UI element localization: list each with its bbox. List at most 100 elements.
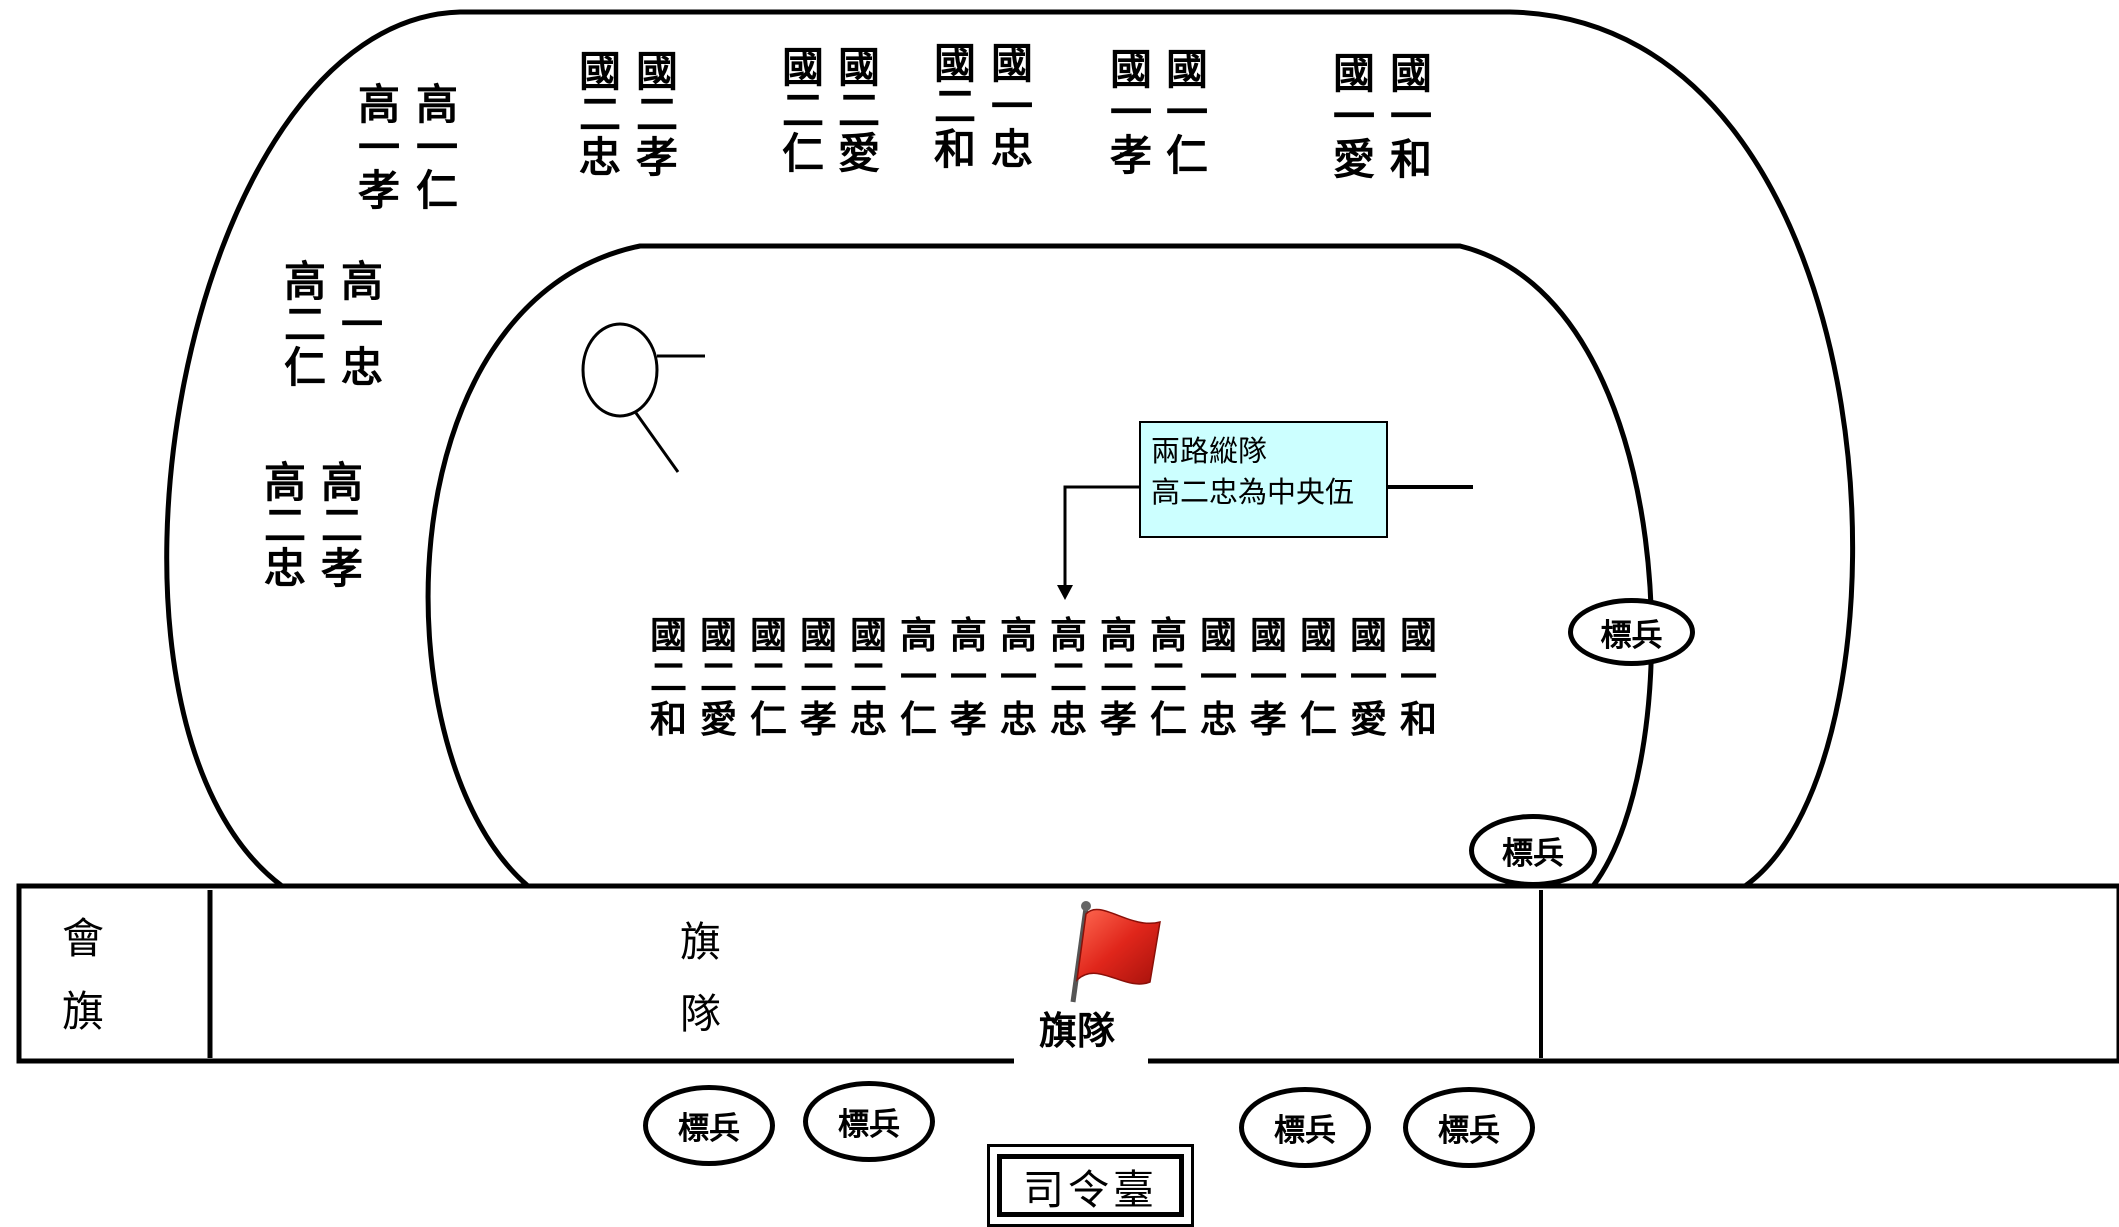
class-name-char: 仁 [284, 342, 327, 392]
bottom-bar [16, 883, 2119, 1064]
class-year-char: 一 [416, 122, 459, 172]
flag-team-char-1: 旗 [680, 918, 721, 966]
track-class: 國 一 愛 [1333, 49, 1376, 181]
class-grade-char: 國 [1350, 614, 1387, 657]
class-grade-char: 國 [650, 614, 687, 657]
track-class: 國 一 忠 [991, 39, 1034, 174]
track-class: 國 一 和 [1390, 49, 1433, 184]
class-year-char: 一 [1250, 655, 1287, 699]
class-name-char: 愛 [838, 128, 881, 178]
field-class: 國 二 仁 [750, 615, 787, 740]
arrow-head [1057, 585, 1073, 600]
class-name-char: 忠 [1200, 697, 1237, 741]
track-class: 高 二 孝 [321, 458, 364, 593]
class-year-char: 二 [782, 85, 825, 135]
guard-marker: 標兵 [803, 1081, 935, 1162]
flag-cell-char-1: 會 [62, 914, 105, 963]
class-year-char: 一 [1390, 91, 1433, 141]
class-grade-char: 高 [900, 614, 937, 657]
class-year-char: 二 [636, 89, 679, 139]
guard-marker: 標兵 [1568, 598, 1695, 666]
class-name-char: 愛 [700, 697, 737, 741]
track-class: 高 一 忠 [341, 260, 384, 389]
class-grade-char: 國 [1333, 49, 1376, 98]
field-class: 高 二 忠 [1050, 615, 1087, 740]
callout-line-2: 高二忠為中央伍 [1151, 475, 1355, 510]
class-year-char: 一 [1000, 655, 1037, 699]
class-name-char: 仁 [1300, 697, 1337, 741]
class-name-char: 孝 [1100, 697, 1137, 741]
class-grade-char: 高 [1150, 614, 1187, 657]
flag-cell-char-2: 旗 [62, 987, 105, 1036]
class-name-char: 仁 [750, 697, 787, 741]
field-class: 國 二 愛 [700, 615, 737, 740]
track-class: 高 二 忠 [264, 458, 307, 590]
track-class: 高 二 仁 [284, 257, 327, 392]
track-class: 國 二 愛 [838, 43, 881, 178]
class-year-char: 二 [1050, 655, 1087, 699]
class-grade-char: 高 [1100, 614, 1137, 657]
class-name-char: 孝 [1250, 697, 1287, 741]
class-name-char: 忠 [991, 124, 1034, 174]
field-class: 國 一 愛 [1350, 615, 1387, 740]
flag-team-label: 旗隊 [1039, 1009, 1116, 1053]
field-class: 國 一 孝 [1250, 615, 1287, 740]
class-year-char: 一 [991, 81, 1034, 131]
inner-field-line [425, 243, 1654, 888]
class-year-char: 一 [1400, 655, 1437, 699]
flag-team-char-2: 隊 [680, 990, 721, 1038]
class-name-char: 孝 [800, 697, 837, 741]
class-year-char: 二 [700, 655, 737, 699]
class-grade-char: 國 [838, 43, 881, 92]
class-grade-char: 高 [321, 458, 364, 507]
class-year-char: 二 [650, 655, 687, 699]
class-grade-char: 國 [579, 47, 622, 96]
class-name-char: 愛 [1350, 697, 1387, 741]
track-class: 高 一 仁 [416, 83, 459, 215]
track-class: 國 二 和 [934, 39, 977, 174]
guard-marker: 標兵 [1469, 814, 1597, 887]
class-grade-char: 高 [264, 458, 307, 507]
class-grade-char: 高 [1000, 614, 1037, 657]
class-grade-char: 國 [700, 614, 737, 657]
class-year-char: 二 [1150, 655, 1187, 699]
field-class: 高 一 忠 [1000, 615, 1037, 740]
outer-track-line [164, 9, 1856, 889]
track-class: 國 二 忠 [579, 47, 622, 179]
track-class: 國 一 仁 [1166, 45, 1209, 177]
class-grade-char: 國 [1390, 49, 1433, 98]
class-name-char: 仁 [1150, 697, 1187, 741]
class-name-char: 仁 [416, 165, 459, 215]
class-name-char: 仁 [782, 128, 825, 178]
class-grade-char: 高 [1050, 614, 1087, 657]
class-grade-char: 國 [1166, 45, 1209, 94]
class-name-char: 孝 [358, 165, 401, 215]
field-class: 國 一 仁 [1300, 615, 1337, 740]
class-name-char: 和 [934, 124, 977, 174]
class-year-char: 一 [950, 655, 987, 699]
guard-marker: 標兵 [643, 1085, 775, 1166]
class-name-char: 和 [1390, 134, 1433, 184]
class-grade-char: 高 [284, 257, 327, 306]
class-name-char: 忠 [1000, 697, 1037, 741]
class-name-char: 孝 [1110, 130, 1153, 180]
field-class: 高 一 仁 [900, 615, 937, 740]
track-class: 國 二 孝 [636, 50, 679, 182]
field-class: 國 一 忠 [1200, 615, 1237, 740]
class-name-char: 忠 [850, 697, 887, 741]
class-name-char: 和 [1400, 697, 1437, 741]
class-year-char: 一 [341, 299, 384, 349]
class-year-char: 一 [1333, 91, 1376, 141]
class-grade-char: 國 [991, 39, 1034, 88]
class-name-char: 孝 [321, 543, 364, 593]
class-year-char: 二 [579, 89, 622, 139]
field-class: 國 一 和 [1400, 615, 1437, 740]
class-name-char: 孝 [636, 132, 679, 182]
class-year-char: 一 [1166, 87, 1209, 137]
podium-label: 司令臺 [997, 1154, 1184, 1217]
field-class: 高 二 孝 [1100, 615, 1137, 740]
class-grade-char: 國 [800, 614, 837, 657]
track-class: 高 一 孝 [358, 83, 401, 215]
guard-marker: 標兵 [1403, 1087, 1535, 1168]
class-grade-char: 國 [934, 39, 977, 88]
